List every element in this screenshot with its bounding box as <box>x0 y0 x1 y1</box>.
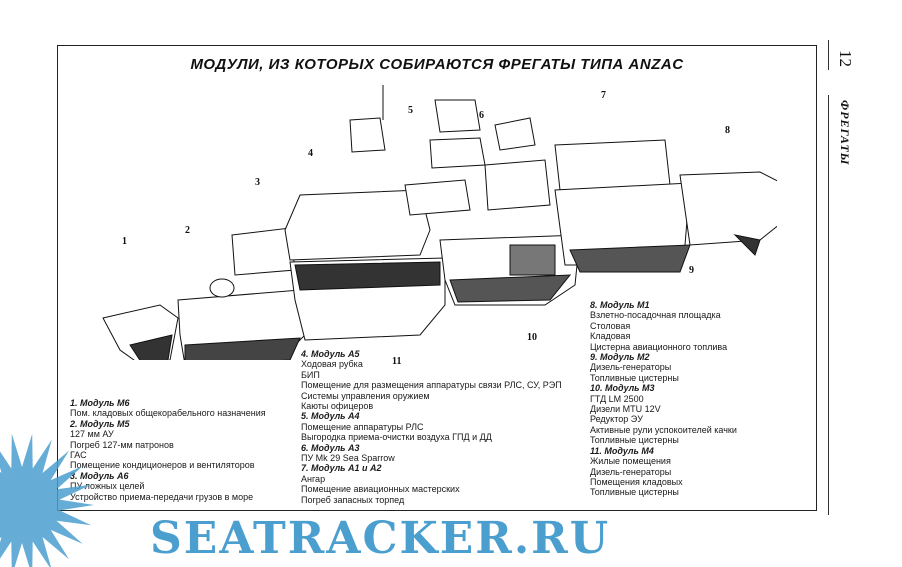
module-item: Дизель-генераторы <box>590 362 672 373</box>
callout-8: 8 <box>725 125 730 136</box>
module-item: Помещение кондиционеров и вентиляторов <box>70 460 255 471</box>
module-m1-drawing <box>679 171 777 246</box>
module-item: БИП <box>301 369 320 380</box>
module-item: Кладовая <box>590 331 631 342</box>
page-title: МОДУЛИ, ИЗ КОТОРЫХ СОБИРАЮТСЯ ФРЕГАТЫ ТИ… <box>190 56 684 73</box>
module-item: Ангар <box>301 473 326 484</box>
section-title: ФРЕГАТЫ <box>838 100 852 166</box>
callout-1: 1 <box>122 236 127 247</box>
module-item: ГТД LM 2500 <box>590 393 644 404</box>
module-item: Редуктор ЭУ <box>590 414 643 425</box>
module-item: Ходовая рубка <box>301 359 363 370</box>
module-heading: 4. Модуль А5 <box>301 349 360 359</box>
callout-11: 11 <box>392 356 402 367</box>
callout-2: 2 <box>185 225 190 236</box>
module-item: Цистерна авиационного топлива <box>590 341 728 352</box>
module-item: Столовая <box>590 320 631 331</box>
module-item: ГАС <box>70 450 87 461</box>
module-heading: 6. Модуль А3 <box>301 442 360 453</box>
callout-9: 9 <box>689 265 694 276</box>
page-number: 12 <box>836 50 855 67</box>
margin-rule-top <box>828 40 829 70</box>
module-heading: 1. Модуль М6 <box>70 398 130 408</box>
module-item: Каюты офицеров <box>301 401 374 412</box>
module-item: Устройство приема-передачи грузов в море <box>70 491 254 502</box>
ship-modules-illustration <box>102 85 777 360</box>
module-item: Погреб 127-мм патронов <box>70 439 174 450</box>
module-item: Помещение для размещения аппаратуры связ… <box>301 380 562 391</box>
module-heading: 2. Модуль М5 <box>70 418 130 429</box>
module-item: Помещение аппаратуры РЛС <box>301 421 424 432</box>
module-item: Погреб запасных торпед <box>301 494 405 505</box>
watermark: SEATRACKER.RU <box>150 513 611 564</box>
module-m2-drawing <box>569 244 691 273</box>
module-item: ПУ Mk 29 Sea Sparrow <box>301 453 395 464</box>
module-a5-drawing <box>284 189 431 261</box>
module-item: Активные рули успокоителей качки <box>590 424 737 435</box>
module-item: Помещение авиационных мастерских <box>301 484 460 495</box>
callout-3: 3 <box>255 177 260 188</box>
module-a1-a2-drawing <box>554 139 671 191</box>
module-heading: 8. Модуль М1 <box>590 300 650 310</box>
module-item: Дизели MTU 12V <box>590 404 661 415</box>
module-item: Топливные цистерны <box>590 372 679 383</box>
module-heading: 7. Модуль А1 и А2 <box>301 463 382 474</box>
margin-rule <box>828 95 829 515</box>
callout-6: 6 <box>479 110 484 121</box>
callout-4: 4 <box>308 148 313 159</box>
module-item: Помещения кладовых <box>590 476 683 487</box>
callout-7: 7 <box>601 90 606 101</box>
module-a4-drawing <box>404 179 471 216</box>
module-heading: 3. Модуль А6 <box>70 470 129 481</box>
module-heading: 11. Модуль М4 <box>590 445 654 456</box>
module-item: Системы управления оружием <box>301 390 430 401</box>
module-item: Жилые помещения <box>590 456 671 467</box>
module-heading: 10. Модуль М3 <box>590 383 655 394</box>
module-item: Дизель-генераторы <box>590 466 672 477</box>
module-item: 127 мм АУ <box>70 429 114 440</box>
module-a3-drawing <box>484 159 551 211</box>
module-item: Выгородка приема-очистки воздуха ГПД и Д… <box>301 432 492 443</box>
module-heading: 5. Модуль А4 <box>301 411 360 422</box>
callout-5: 5 <box>408 105 413 116</box>
page-frame <box>57 45 817 511</box>
module-heading: 9. Модуль М2 <box>590 352 650 363</box>
module-item: ПУ ложных целей <box>70 481 145 492</box>
module-item: Топливные цистерны <box>590 487 679 498</box>
module-item: Топливные цистерны <box>590 435 679 446</box>
callout-10: 10 <box>527 332 537 343</box>
module-item: Пом. кладовых общекорабельного назначени… <box>70 408 266 419</box>
module-item: Взлетно-посадочная площадка <box>590 310 721 321</box>
